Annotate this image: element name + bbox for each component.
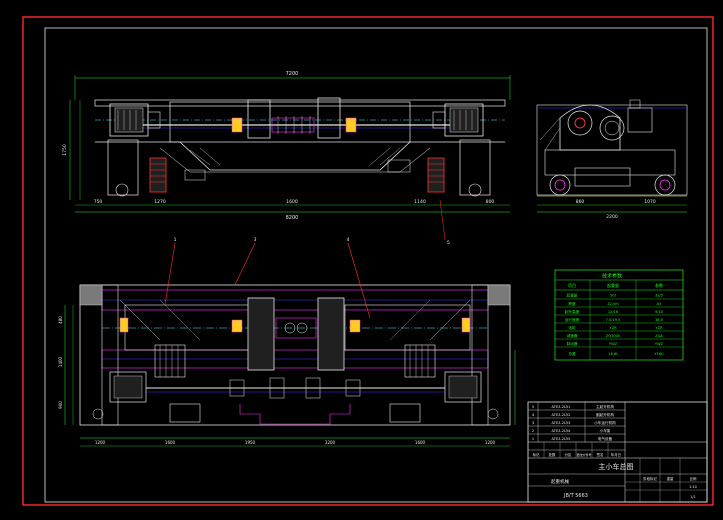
rev-header-3: 更改文件号 bbox=[576, 452, 591, 457]
plan-bottom-dim-2: 1950 bbox=[245, 440, 256, 445]
front-sub-dim-4: 800 bbox=[486, 199, 495, 205]
tech-row-4-col-1: YZR bbox=[609, 326, 617, 330]
plan-view: 1 3 4 480 1400 900 1200 1600 1950 3200 1… bbox=[58, 237, 516, 447]
part-1-name: 副起升机构 bbox=[596, 412, 614, 417]
plan-side-dim-2: 900 bbox=[58, 401, 63, 409]
rev-header-0: 标记 bbox=[533, 452, 540, 457]
sheet-outer-border bbox=[22, 16, 714, 506]
right-cell-1: 重量 bbox=[667, 476, 674, 481]
part-2-code: ATE3.2L53 bbox=[552, 421, 571, 425]
tech-table-header-1: 起重量 bbox=[607, 282, 619, 288]
side-width-dim: 2200 bbox=[606, 214, 618, 220]
plan-bottom-dim-5: 1200 bbox=[485, 440, 496, 445]
tech-row-1-col-1: 22.5m bbox=[607, 302, 619, 306]
front-callout-5: 5 bbox=[447, 240, 450, 246]
side-sub-dim-1: 1070 bbox=[644, 199, 656, 205]
tech-row-7-col-0: 总重 bbox=[568, 351, 576, 356]
rev-header-1: 处数 bbox=[549, 452, 556, 457]
tech-row-0-col-1: 50t bbox=[610, 294, 617, 298]
rev-header-5: 年月日 bbox=[611, 452, 621, 457]
tech-row-4-col-2: YZR bbox=[655, 326, 663, 330]
plan-side-dim-1: 1400 bbox=[58, 356, 63, 367]
tech-row-2-col-2: 9/10 bbox=[655, 310, 664, 314]
tech-parameter-table: 技术参数 项目 起重量 参数 起重量 50t 32/5 跨度 22.5m A5 … bbox=[554, 269, 684, 361]
part-4-code: ATE3.2L55 bbox=[552, 437, 571, 441]
part-2-no: 3 bbox=[532, 421, 534, 425]
part-4-name: 电气设备 bbox=[598, 436, 613, 441]
tech-row-0-col-0: 起重量 bbox=[567, 293, 578, 298]
tech-row-5-col-1: ZQ1000 bbox=[606, 334, 621, 338]
rev-header-4: 签名 bbox=[597, 452, 604, 457]
front-overall-dim: 7200 bbox=[286, 71, 299, 77]
tech-table-title: 技术参数 bbox=[602, 273, 622, 280]
part-2-name: 小车运行机构 bbox=[594, 420, 616, 425]
tech-row-2-col-1: 12/16 bbox=[608, 310, 619, 314]
front-sub-dim-3: 1140 bbox=[414, 199, 426, 205]
tech-table-header-2: 参数 bbox=[655, 282, 663, 288]
part-1-no: 4 bbox=[532, 413, 535, 417]
plan-bottom-dim-1: 1600 bbox=[165, 440, 176, 445]
title-block: 5 ATE3.2L51 主起升机构 4 ATE3.2L52 副起升机构 3 AT… bbox=[527, 401, 708, 503]
sheet-value: 1/1 bbox=[690, 495, 695, 499]
drawing-standard: JB/T 5663 bbox=[563, 493, 588, 499]
tech-table-header-0: 项目 bbox=[568, 282, 576, 288]
plan-callout-4: 4 bbox=[347, 237, 350, 243]
plan-bottom-dim-4: 1600 bbox=[415, 440, 426, 445]
plan-callout-1: 1 bbox=[174, 237, 177, 243]
tech-row-1-col-0: 跨度 bbox=[568, 301, 576, 306]
plan-bottom-dim-0: 1200 bbox=[95, 440, 106, 445]
front-sub-dim-0: 750 bbox=[94, 199, 103, 205]
tech-row-3-col-0: 运行速度 bbox=[565, 317, 580, 322]
part-0-code: ATE3.2L51 bbox=[552, 405, 571, 409]
part-3-code: ATE3.2L54 bbox=[552, 429, 572, 433]
company-name: 起重机械 bbox=[551, 478, 569, 485]
sheet-inner-border bbox=[44, 27, 708, 503]
tech-row-7-col-1: 18.6t bbox=[608, 352, 618, 356]
front-sub-dim-1: 1270 bbox=[154, 199, 166, 205]
plan-side-dim-0: 480 bbox=[58, 316, 63, 324]
tech-row-3-col-2: 38.5 bbox=[655, 318, 663, 322]
part-3-no: 2 bbox=[532, 429, 534, 433]
front-sub-dim-2: 1600 bbox=[286, 199, 298, 205]
rev-header-2: 分区 bbox=[565, 452, 572, 457]
part-4-no: 1 bbox=[532, 437, 534, 441]
part-0-no: 5 bbox=[532, 405, 534, 409]
tech-row-6-col-2: YWZ bbox=[655, 342, 664, 346]
tech-row-3-col-1: 7.5/19.5 bbox=[606, 318, 621, 322]
tech-row-6-col-1: YWZ bbox=[609, 342, 618, 346]
drawing-title: 主小车总图 bbox=[599, 462, 634, 471]
tech-row-2-col-0: 起升高度 bbox=[565, 309, 580, 314]
tech-row-4-col-0: 电机 bbox=[568, 325, 576, 330]
front-height-dim: 1750 bbox=[62, 144, 68, 156]
part-3-name: 小车架 bbox=[600, 428, 611, 433]
front-elevation-view: 7200 bbox=[62, 71, 511, 246]
side-elevation-view: 2200 860 1070 bbox=[536, 99, 688, 220]
plan-callout-3: 3 bbox=[254, 237, 257, 243]
tech-row-0-col-2: 32/5 bbox=[655, 294, 663, 298]
scale-value: 1:10 bbox=[689, 485, 697, 489]
part-1-code: ATE3.2L52 bbox=[552, 413, 571, 417]
tech-row-5-col-2: ZQA bbox=[655, 334, 663, 338]
tech-row-6-col-0: 制动器 bbox=[567, 341, 578, 346]
side-sub-dim-0: 860 bbox=[576, 199, 585, 205]
plan-bottom-dim-3: 3200 bbox=[325, 440, 336, 445]
front-base-dim: 8200 bbox=[286, 215, 299, 221]
tech-row-7-col-2: Y160 bbox=[654, 352, 664, 356]
tech-row-1-col-2: A5 bbox=[657, 302, 662, 306]
part-0-name: 主起升机构 bbox=[596, 404, 614, 409]
right-cell-2: 比例 bbox=[690, 476, 697, 481]
right-cell-0: 阶段标记 bbox=[643, 476, 657, 481]
tech-row-5-col-0: 减速器 bbox=[567, 333, 578, 338]
